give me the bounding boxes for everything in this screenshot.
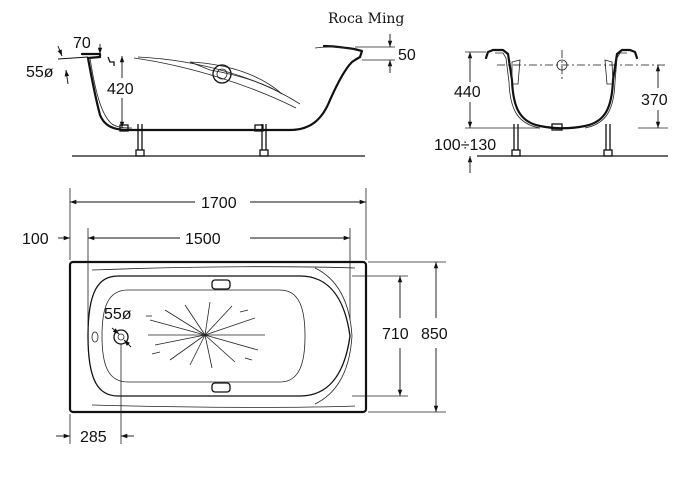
side-backrest-line bbox=[133, 57, 297, 109]
plan-view: 1700 1500 100 710 850 55ø 285 bbox=[22, 188, 448, 446]
dim-440-label: 440 bbox=[454, 84, 481, 101]
plan-antislip-pattern bbox=[146, 301, 265, 369]
plan-drain-inner bbox=[117, 333, 125, 341]
side-leg-right-foot bbox=[259, 149, 269, 157]
dim-55-plan-arrow-bottom bbox=[123, 339, 132, 348]
end-handle-right bbox=[604, 59, 614, 85]
side-outlet-pipe bbox=[107, 56, 115, 66]
end-leg-left-foot bbox=[511, 149, 521, 157]
dim-55-arrow-top bbox=[57, 45, 63, 57]
end-inner-right bbox=[584, 52, 627, 129]
plan-handle-bottom bbox=[211, 382, 231, 393]
dim-55-plan-arrow-top bbox=[111, 327, 120, 335]
dim-420-label: 420 bbox=[107, 81, 134, 98]
end-view: 440 370 100÷130 bbox=[434, 48, 668, 173]
side-view: 70 55ø 420 50 bbox=[26, 34, 416, 157]
dim-100-130-label: 100÷130 bbox=[434, 137, 496, 154]
dim-1500-label: 1500 bbox=[185, 231, 221, 248]
plan-backrest-curve bbox=[314, 267, 353, 405]
side-overflow-ring bbox=[212, 64, 232, 84]
brand-title: Roca Ming bbox=[328, 11, 404, 27]
side-backrest-panel bbox=[189, 61, 283, 95]
plan-rim-inner-top bbox=[91, 266, 356, 271]
end-handle-left bbox=[511, 59, 521, 85]
side-backrest-line-2 bbox=[137, 56, 301, 105]
dim-710-label: 710 bbox=[382, 326, 409, 343]
end-overflow-ring bbox=[556, 59, 568, 71]
plan-basin-outer bbox=[87, 275, 351, 397]
side-rim-line bbox=[314, 46, 361, 52]
end-foot-center bbox=[551, 123, 563, 131]
side-tub-outline bbox=[80, 44, 364, 132]
dim-1700-label: 1700 bbox=[201, 195, 237, 212]
side-inner-wall bbox=[89, 57, 133, 129]
dim-70-label: 70 bbox=[73, 35, 91, 52]
side-leg-left-foot bbox=[135, 149, 145, 157]
dim-55-plan-label: 55ø bbox=[104, 306, 132, 323]
dim-370-label: 370 bbox=[641, 92, 668, 109]
dim-850-label: 850 bbox=[421, 326, 448, 343]
dim-55-leader bbox=[57, 56, 89, 60]
plan-outer-rim bbox=[68, 260, 368, 414]
plan-overflow bbox=[91, 331, 99, 343]
dim-55-side-label: 55ø bbox=[26, 64, 54, 81]
side-foot-right bbox=[254, 124, 264, 132]
end-leg-right-foot bbox=[603, 149, 613, 157]
plan-rim-inner-bottom bbox=[91, 404, 356, 408]
side-overflow-inner bbox=[216, 68, 228, 80]
plan-basin-inner bbox=[101, 289, 306, 383]
dim-100-plan-label: 100 bbox=[22, 231, 49, 248]
end-inner-left bbox=[495, 52, 541, 129]
dim-50-label: 50 bbox=[398, 47, 416, 64]
dim-55-arrow-bottom bbox=[64, 69, 70, 85]
plan-handle-top bbox=[211, 279, 231, 290]
dim-285-label: 285 bbox=[80, 429, 107, 446]
